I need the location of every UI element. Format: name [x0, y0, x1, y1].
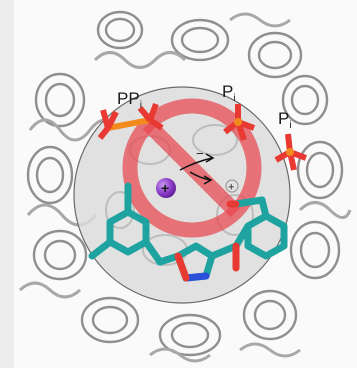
diverging-arrows-icon	[179, 153, 215, 185]
plus-charge-circle	[225, 179, 239, 193]
ppi-pyrophosphate	[97, 102, 164, 140]
oxygen-ring-bond	[174, 252, 190, 282]
cation-sign: +	[161, 180, 169, 196]
helix-ribbons	[18, 12, 352, 363]
minus-sign: −	[196, 146, 204, 161]
protein-helix-bundle	[18, 10, 352, 363]
phosphate-labels: PPi Pi Pi	[117, 82, 292, 131]
pi-phosphate-2	[274, 133, 308, 171]
outer-helices	[26, 10, 344, 357]
charge-markers: − +	[196, 146, 239, 194]
pi-label-2: Pi	[278, 109, 292, 131]
inhibitor-molecule	[88, 182, 288, 282]
pi-label-1: Pi	[222, 82, 236, 104]
no-entry-sign-icon	[122, 98, 262, 238]
cation-sphere-icon: +	[156, 178, 176, 198]
ppi-label: PPi	[117, 89, 142, 111]
pi-phosphate-1	[223, 104, 256, 141]
plus-sign: +	[228, 182, 234, 194]
